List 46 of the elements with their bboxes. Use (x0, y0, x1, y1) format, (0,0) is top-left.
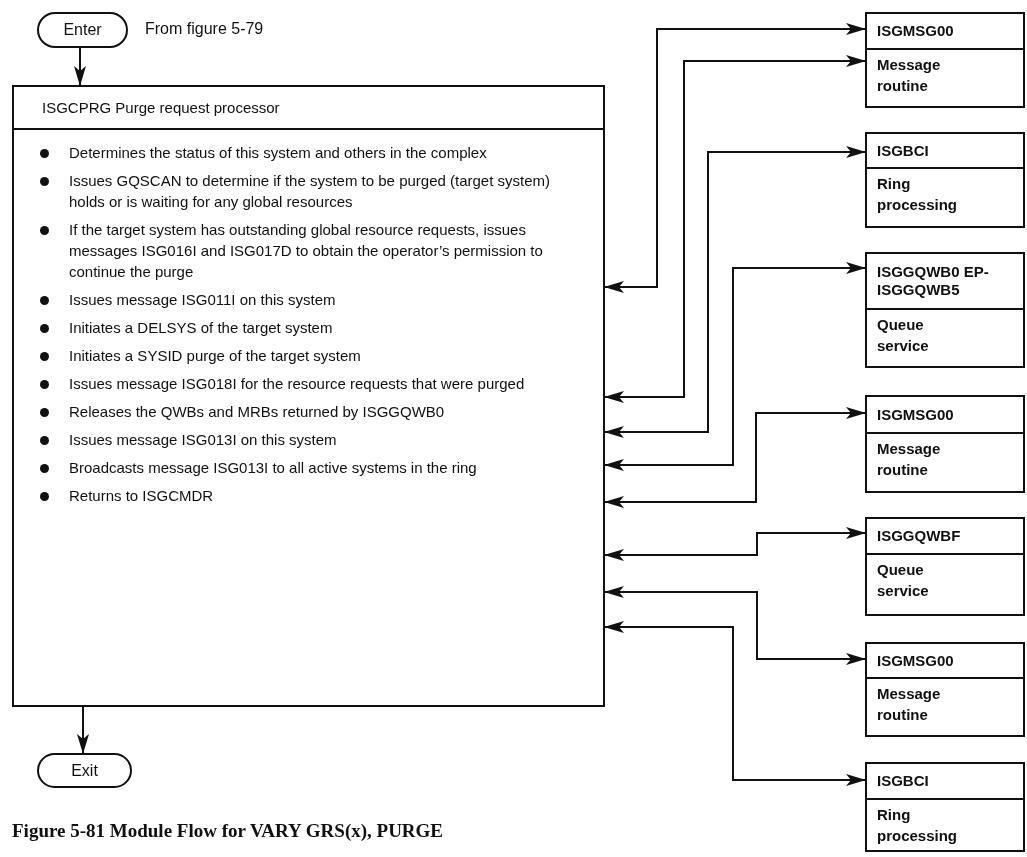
arrow (604, 407, 866, 508)
module-box (865, 132, 1025, 228)
arrow (74, 47, 86, 86)
module-box (865, 395, 1025, 493)
module-description: Queue service (876, 560, 930, 601)
module-name: ISGBCI (867, 764, 1023, 800)
module-name: ISGGQWBF (867, 519, 1023, 555)
module-name: ISGMSG00 (867, 644, 1023, 679)
module-box (865, 517, 1025, 616)
arrow (77, 706, 89, 754)
process-box (12, 85, 605, 707)
bullet-text: Releases the QWBs and MRBs returned by ISGGQWB0 (69, 402, 446, 422)
module-box (865, 252, 1025, 368)
module-description: Queue service (876, 315, 930, 356)
module-description: Message routine (876, 439, 942, 480)
module-name: ISGMSG00 (867, 14, 1023, 50)
module-description: Message routine (876, 55, 942, 96)
module-box (865, 762, 1025, 852)
annotation: From figure 5-79 (145, 20, 264, 38)
module-name: ISGBCI (867, 134, 1023, 169)
bullet-text: Issues message ISG011I on this system (69, 290, 337, 310)
module-description: Message routine (876, 684, 942, 725)
bullet-text: Issues message ISG013I on this system (69, 430, 338, 450)
bullet-text: If the target system has outstanding global resource requests, issues messages ISG016I and ISG017D to obtain the operator’s permission to continue the purge (69, 220, 544, 282)
arrow (604, 146, 866, 438)
arrow (604, 262, 866, 471)
arrow (604, 586, 866, 665)
bullet-text: Returns to ISGCMDR (69, 486, 215, 506)
module-name: ISGMSG00 (867, 397, 1023, 434)
module-name: ISGGQWB0 EP-ISGGQWB5 (867, 254, 1023, 310)
arrow (604, 621, 866, 786)
bullet-text: Initiates a SYSID purge of the target system (69, 346, 362, 366)
box-heading: ISGCPRG Purge request processor (14, 87, 603, 130)
bullet-text: Issues message ISG018I for the resource requests that were purged (69, 374, 526, 394)
module-box (865, 642, 1025, 737)
figure-caption: Figure 5-81 Module Flow for VARY GRS(x), PURGE (12, 820, 444, 842)
arrow (604, 23, 866, 293)
arrow (604, 527, 866, 561)
bullet-text: Determines the status of this system and others in the complex (69, 143, 488, 163)
module-description: Ring processing (876, 174, 959, 215)
bullet-text: Initiates a DELSYS of the target system (69, 318, 334, 338)
module-box (865, 12, 1025, 108)
bullet-text: Issues GQSCAN to determine if the system to be purged (target system) holds or is waiting for any global resources (69, 171, 552, 212)
module-description: Ring processing (876, 805, 959, 846)
bullet-text: Broadcasts message ISG013I to all active systems in the ring (69, 458, 478, 478)
arrow (604, 55, 866, 403)
